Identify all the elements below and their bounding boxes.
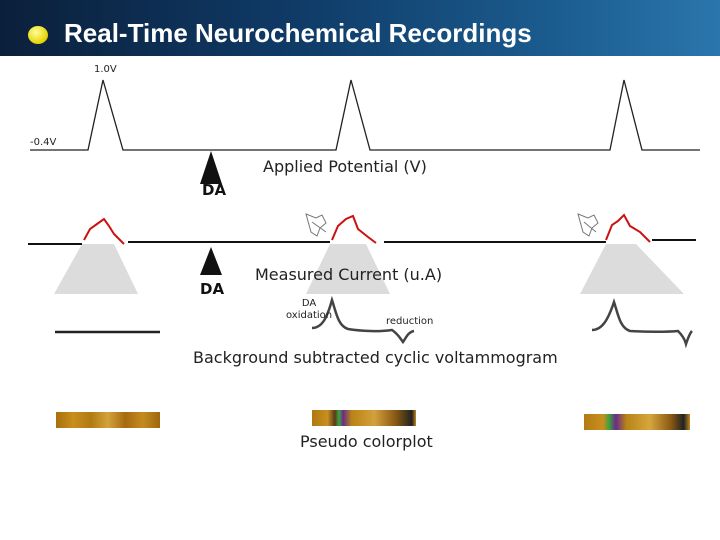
colorplot-bar-left [56,412,160,428]
voltammogram-sketch-middle [311,295,415,345]
applied-potential-waveform [30,79,700,151]
funnel-left [54,244,138,294]
da-label-bottom: DA [200,280,225,298]
colorplot-bar-right [584,414,690,430]
voltammogram-sketch-right [591,298,693,349]
da-label-top: DA [202,181,227,199]
potential-low-label: -0.4V [30,137,57,148]
current-trace-right [605,213,651,243]
molecule-sketch-right [577,213,599,237]
current-trace-middle [331,214,377,244]
oxidation-label: DA oxidation [286,298,333,321]
reduction-label: reduction [386,316,434,327]
da-marker-top [200,151,222,184]
colorplot-caption: Pseudo colorplot [300,432,433,451]
colorplot-bar-middle [312,410,416,426]
header-bar: Real-Time Neurochemical Recordings [0,0,720,56]
molecule-sketch-middle [305,213,327,237]
funnel-middle [306,244,390,294]
potential-high-label: 1.0V [94,64,117,75]
measured-current-title: Measured Current (u.A) [255,265,443,284]
funnel-right [580,244,684,294]
voltammogram-caption: Background subtracted cyclic voltammogra… [193,348,558,367]
page-title: Real-Time Neurochemical Recordings [64,18,532,48]
bullet-icon [28,26,48,44]
current-trace-left [83,217,125,245]
da-marker-bottom [200,247,222,275]
diagram-canvas [28,79,700,349]
applied-potential-title: Applied Potential (V) [263,157,427,176]
